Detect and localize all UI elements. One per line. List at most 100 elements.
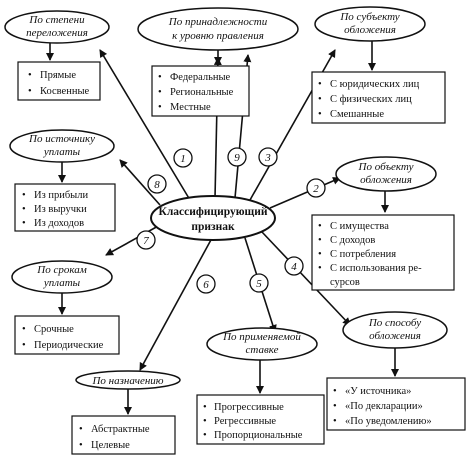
category-terms-label-2: уплаты [43,277,81,289]
category-subject-ellipse [314,6,426,42]
number-3: 3 [264,152,271,164]
list-government-box [151,65,250,117]
number-4-circle [284,256,304,276]
list-source-box [14,183,116,232]
list-rate-box [196,394,325,445]
number-3-circle [258,147,278,167]
category-method-label-2: обложения [369,330,421,342]
bullet-icon: • [22,340,26,351]
bullet-icon: • [22,218,26,229]
bullet-icon: • [158,72,162,83]
number-6: 6 [203,279,209,291]
arrow-object [269,177,341,209]
list-object-item-2: С доходов [330,235,375,246]
category-source-label-1: По источнику [28,133,95,145]
category-source-label-2: уплаты [43,146,81,158]
bullet-icon: • [79,440,83,451]
bullet-icon: • [28,70,32,81]
category-source-ellipse [9,129,115,163]
center-label-line2: признак [191,221,235,233]
number-2: 2 [313,183,319,195]
list-source-item-3: Из доходов [34,218,84,229]
bullet-icon: • [318,79,322,90]
list-object-item-4: С использования ре- [330,263,422,274]
bullet-icon: • [318,249,322,260]
category-terms-ellipse [11,260,113,294]
list-rate-item-3: Пропорциональные [214,430,303,441]
category-method-label-1: По способу [368,317,421,329]
number-4: 4 [291,261,297,273]
category-rate-label-1: По применяемой [222,331,301,343]
bullet-icon: • [318,109,322,120]
category-rate-ellipse [206,327,318,361]
number-7-circle [136,230,156,250]
bullet-icon: • [203,430,207,441]
category-object-label-1: По объекту [358,161,414,173]
bullet-icon: • [318,221,322,232]
list-purpose-box [71,415,176,455]
bullet-icon: • [28,86,32,97]
list-method-item-3: «По уведомлению» [345,416,432,427]
category-method-ellipse [342,311,448,349]
bullet-icon: • [318,235,322,246]
bullet-icon: • [22,324,26,335]
bullet-icon: • [79,424,83,435]
category-government-ellipse [137,7,299,51]
bullet-icon: • [203,416,207,427]
category-rate-label-2: ставке [246,344,279,356]
arrow-purpose [139,237,213,371]
list-terms-item-1: Срочные [34,324,74,335]
list-subject-box [311,71,446,124]
arrow-terms [105,224,161,256]
list-purpose-item-1: Абстрактные [91,424,150,435]
number-9-circle [227,147,247,167]
bullet-icon: • [333,401,337,412]
number-1-circle [173,148,193,168]
bullet-icon: • [318,94,322,105]
list-shifting-item-2: Косвенные [40,86,90,97]
list-terms-item-2: Периодические [34,340,104,351]
list-method-box [326,377,466,431]
number-7: 7 [143,235,149,247]
category-shifting-label-2: переложения [26,27,88,39]
bullet-icon: • [158,87,162,98]
category-government-label-2: к уровню правления [172,30,264,42]
list-object-item-3: С потребления [330,249,396,260]
bullet-icon: • [318,263,322,274]
list-shifting-item-1: Прямые [40,70,76,81]
number-8: 8 [154,179,160,191]
bullet-icon: • [333,386,337,397]
list-source-item-2: Из выручки [34,204,87,215]
list-subject-item-3: Смешанные [330,109,384,120]
arrow-method [261,231,351,326]
list-source-item-1: Из прибыли [34,190,88,201]
list-purpose-item-2: Целевые [91,440,130,451]
list-government-item-2: Региональные [170,87,234,98]
list-government-item-3: Местные [170,102,211,113]
list-method-item-1: «У источника» [345,386,411,397]
number-5-circle [249,273,269,293]
list-terms-box [14,315,120,355]
arrow-shifting [99,49,191,201]
list-rate-item-2: Регрессивные [214,416,276,427]
category-object-label-2: обложения [360,174,412,186]
category-purpose-ellipse [75,370,181,390]
category-purpose-label-1: По назначению [91,375,163,387]
category-subject-label-1: По субъекту [339,11,399,23]
number-2-circle [306,178,326,198]
number-6-circle [196,274,216,294]
category-shifting-ellipse [4,10,110,44]
category-terms-label-1: По срокам [36,264,86,276]
list-shifting-box [17,61,101,101]
center-ellipse [150,195,276,241]
list-object-item-1: С имущества [330,221,389,232]
list-object-item-5: сурсов [330,277,360,288]
number-8-circle [147,174,167,194]
category-object-ellipse [335,156,437,192]
bullet-icon: • [203,402,207,413]
list-subject-item-2: С физических лиц [330,94,412,105]
list-method-item-2: «По декларации» [345,401,423,412]
arrow-source [119,159,161,206]
